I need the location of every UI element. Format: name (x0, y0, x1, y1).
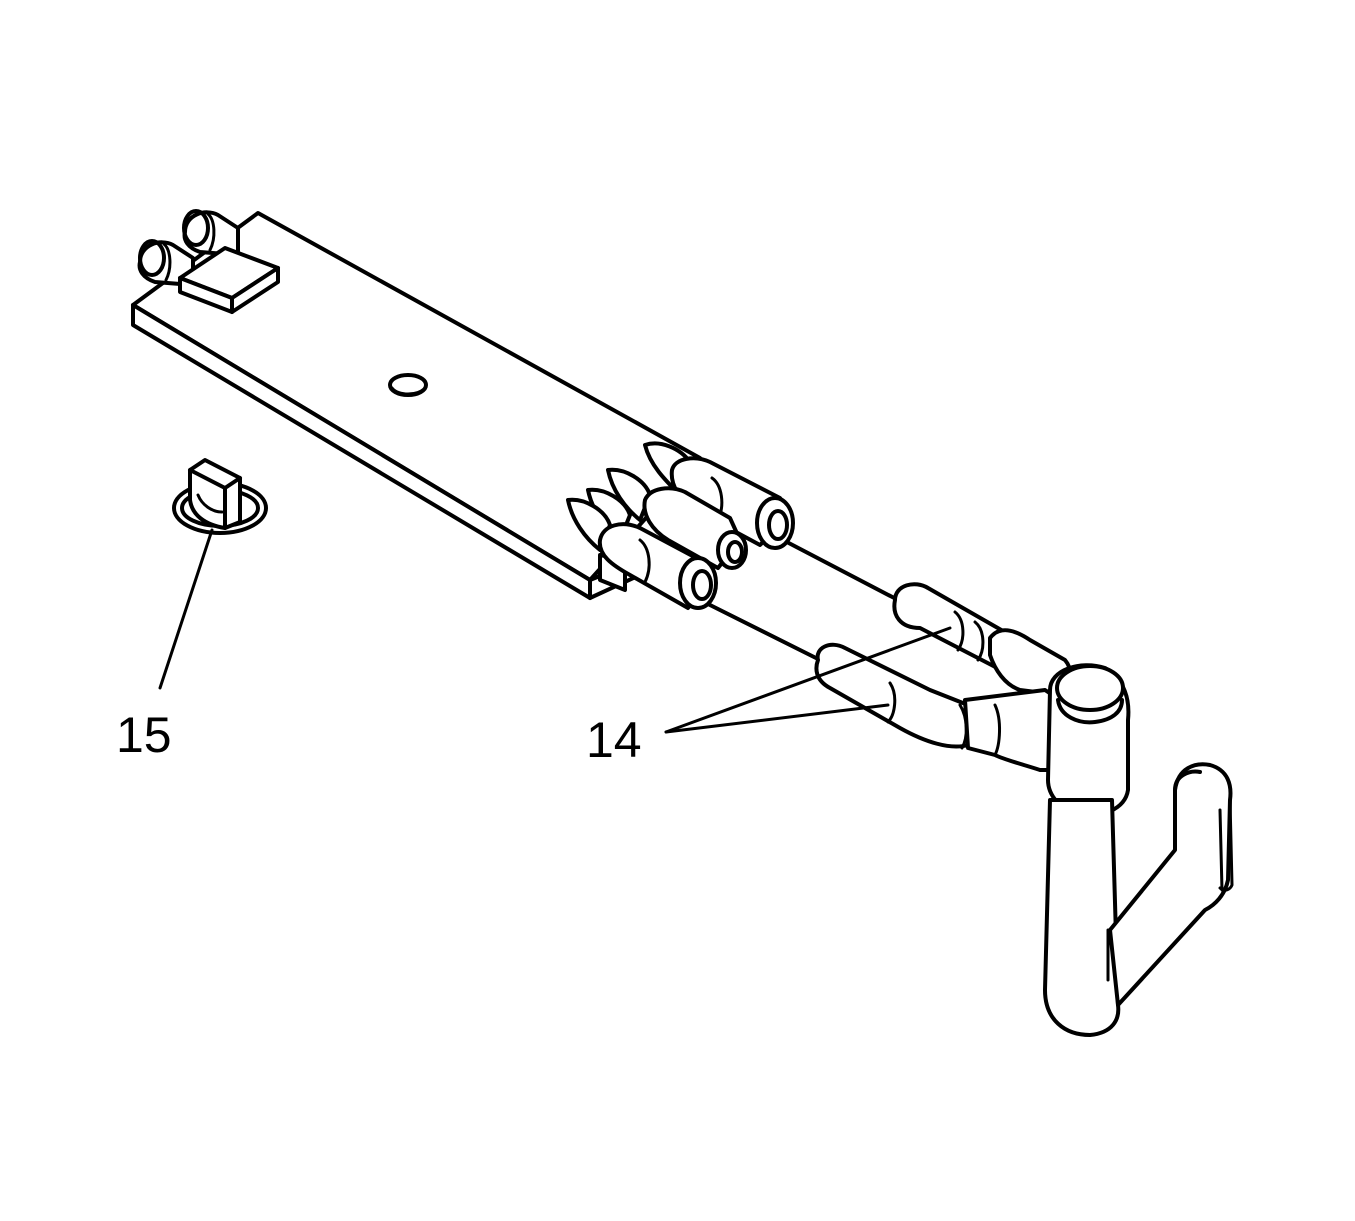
clip-part-15 (172, 458, 268, 535)
callout-15: 15 (116, 707, 172, 763)
stud-fasteners (137, 209, 280, 314)
hose-assembly (698, 538, 1234, 1037)
leader-15 (158, 528, 214, 690)
leader-14-lower (664, 703, 890, 734)
leader-14-upper (664, 626, 952, 734)
callout-14: 14 (586, 712, 642, 768)
leader-lines (158, 528, 952, 734)
tube-clips (566, 441, 795, 610)
